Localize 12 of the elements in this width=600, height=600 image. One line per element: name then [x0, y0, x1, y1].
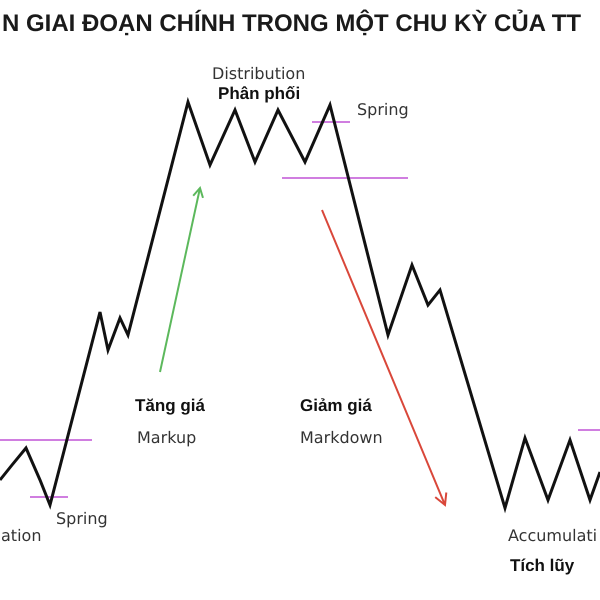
- phase-label: Phân phối: [218, 84, 300, 104]
- phase-caption: Markup: [137, 428, 196, 447]
- title: N GIAI ĐOẠN CHÍNH TRONG MỘT CHU KỲ CỦA TT: [2, 10, 582, 38]
- phase-caption: Spring: [56, 509, 108, 528]
- phase-caption: Markdown: [300, 428, 383, 447]
- phase-caption: Spring: [357, 100, 409, 119]
- phase-caption: ation: [1, 526, 42, 545]
- phase-label: Tích lũy: [510, 556, 574, 576]
- phase-label: Giảm giá: [300, 396, 372, 416]
- phase-label: Tăng giá: [135, 396, 205, 416]
- phase-caption: Accumulati: [508, 526, 598, 545]
- phase-caption: Distribution: [212, 64, 306, 83]
